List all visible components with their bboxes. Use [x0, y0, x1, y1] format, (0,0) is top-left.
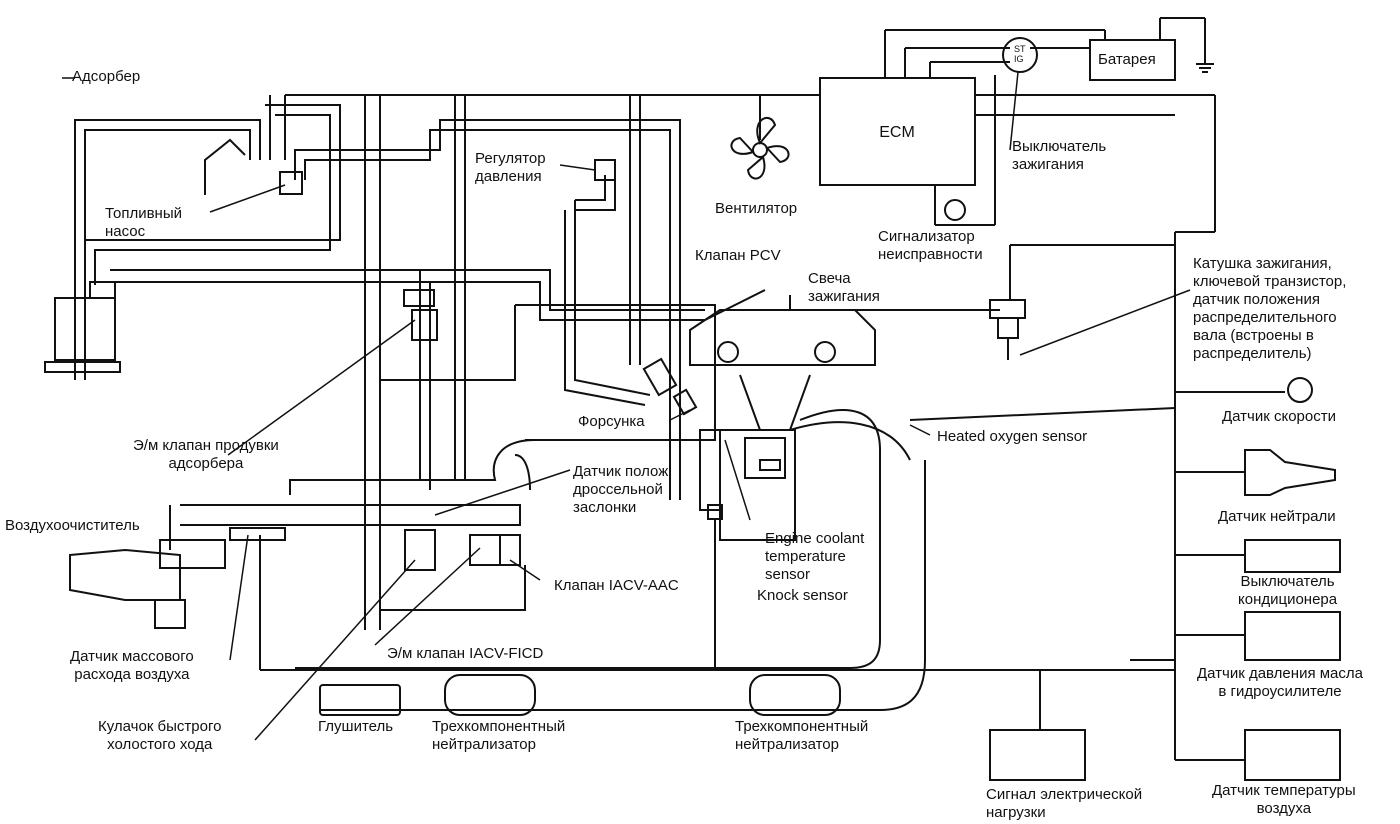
ignition-switch-contacts-label: ST IG: [1014, 44, 1026, 64]
fuel-pump-label: Топливный насос: [105, 205, 182, 240]
distributor-icon: [989, 299, 1026, 360]
throttle-body: [404, 529, 436, 571]
iacv-aac-actuator: [499, 534, 521, 566]
catalyst-rear-icon: [749, 674, 841, 716]
adsorber-base: [44, 361, 121, 373]
purge-solenoid-label: Э/м клапан продувки адсорбера: [133, 437, 279, 472]
ecm-label: ECM: [879, 124, 915, 141]
muffler-label: Глушитель: [318, 718, 394, 735]
throttle-position-sensor-label: Датчик полож. дроссельной заслонки: [573, 463, 673, 516]
adsorber-cap: [89, 281, 116, 299]
catalyst-front-icon: [444, 674, 536, 716]
electrical-load-signal-label: Сигнал электрической нагрузки: [986, 786, 1143, 821]
fan-icon: [730, 95, 790, 180]
spark-plug-label: Свеча зажигания: [808, 270, 880, 305]
neutral-sensor-icon: [1244, 449, 1336, 496]
iacv-bypass: [379, 530, 526, 611]
ignition-coil-label: Катушка зажигания, ключевой транзистор, …: [1193, 255, 1347, 362]
power-steering-sensor-box: [1244, 611, 1341, 661]
fuel-tank-handle: [204, 138, 246, 195]
power-steering-sensor-label: Датчик давления масла в гидроусилителе: [1197, 665, 1363, 700]
air-temp-sensor-box: [1244, 729, 1341, 781]
air-temp-sensor-label: Датчик температуры воздуха: [1212, 782, 1356, 817]
iacv-aac-label: Клапан IACV-AAC: [554, 577, 679, 594]
fan-label: Вентилятор: [715, 200, 798, 217]
speed-sensor-gauge-icon: [1287, 377, 1313, 403]
ignition-switch-icon: [1002, 37, 1038, 73]
iacv-aac-body: [469, 534, 501, 566]
ecm-box: [819, 77, 976, 186]
engine-block: [689, 309, 911, 640]
adsorber-canister: [54, 297, 116, 361]
air-cleaner-label: Воздухоочиститель: [5, 517, 140, 534]
right-side-connectors: [1039, 391, 1285, 761]
knock-sensor-label: Knock sensor: [757, 587, 848, 604]
heated-oxygen-sensor-line: [909, 407, 1176, 421]
battery-box: [1089, 39, 1176, 81]
pcv-valve-label: Клапан PCV: [695, 247, 781, 264]
fast-idle-cam-label: Кулачок быстрого холостого хода: [98, 718, 222, 753]
heated-oxygen-sensor-label: Heated oxygen sensor: [937, 428, 1088, 445]
speed-sensor-label: Датчик скорости: [1222, 408, 1336, 425]
leader-lines: [62, 71, 1191, 741]
injector-label: Форсунка: [578, 413, 645, 430]
muffler-icon: [319, 684, 401, 716]
catalyst-front-label: Трехкомпонентный нейтрализатор: [432, 718, 566, 753]
pressure-regulator-label: Регулятор давления: [475, 150, 546, 185]
malfunction-indicator-label: Сигнализатор неисправности: [878, 228, 983, 263]
iacv-ficd-label: Э/м клапан IACV-FICD: [387, 645, 544, 662]
ecm-wiring: [285, 17, 1216, 760]
purge-solenoid-body: [411, 309, 438, 341]
ignition-switch-label: Выключатель зажигания: [1012, 138, 1107, 173]
ac-switch-label: Выключатель кондиционера: [1238, 573, 1338, 608]
intake-manifold: [169, 304, 716, 670]
electrical-load-box: [989, 729, 1086, 781]
mass-air-flow-sensor-box: [154, 599, 186, 629]
mass-air-flow-sensor-label: Датчик массового расхода воздуха: [70, 648, 194, 683]
catalyst-rear-label: Трехкомпонентный нейтрализатор: [735, 718, 869, 753]
malfunction-indicator-icon: [944, 199, 966, 221]
mass-air-flow-sensor-body: [229, 527, 286, 541]
neutral-sensor-label: Датчик нейтрали: [1218, 508, 1336, 525]
battery-label: Батарея: [1098, 51, 1156, 68]
air-cleaner-inlet: [69, 548, 181, 601]
ac-switch-box: [1244, 539, 1341, 573]
adsorber-label: Адсорбер: [72, 68, 141, 85]
coolant-temp-sensor-label: Engine coolant temperature sensor: [765, 530, 865, 583]
exhaust-pipe: [260, 460, 1175, 711]
fuel-pump-body: [279, 171, 303, 195]
pcv-line: [704, 289, 766, 321]
purge-solenoid-top: [403, 289, 435, 307]
